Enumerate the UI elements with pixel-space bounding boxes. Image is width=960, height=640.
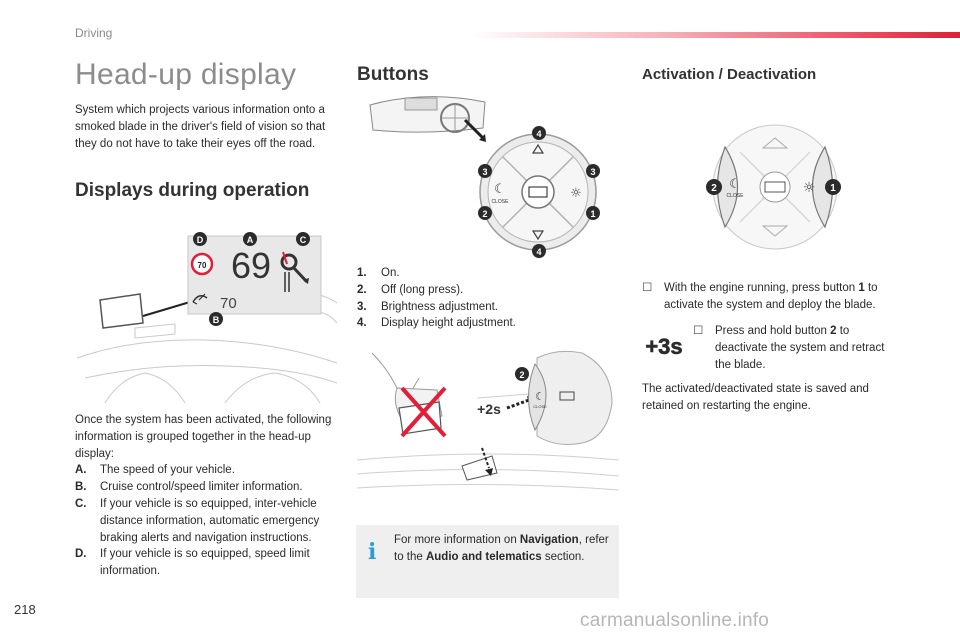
- activation-heading: Activation / Deactivation: [642, 66, 817, 83]
- marker-c: C: [300, 235, 307, 245]
- info-text: For more information on Navigation, refe…: [394, 534, 609, 563]
- info-box: i For more information on Navigation, re…: [356, 525, 619, 598]
- dashboard-overview-illustration: [369, 96, 486, 142]
- marker-b: B: [213, 315, 220, 325]
- control-pad-illustration: ☾ CLOSE ☼ 4 3 3 2 1 4: [478, 126, 600, 258]
- cross-icon: [400, 386, 447, 438]
- list-item: 1.On.: [357, 267, 400, 279]
- svg-text:4: 4: [536, 247, 541, 257]
- svg-text:3: 3: [590, 167, 595, 177]
- marker-2: 2: [711, 183, 717, 194]
- svg-text:1: 1: [590, 209, 595, 219]
- marker-d: D: [197, 235, 204, 245]
- close-label: CLOSE: [492, 199, 510, 205]
- list-item: 2.Off (long press).: [357, 283, 464, 296]
- buttons-heading: Buttons: [357, 64, 429, 85]
- displays-description: Once the system has been activated, the …: [75, 412, 340, 580]
- combiner-blade: [99, 293, 144, 329]
- close-label: CLOSE: [727, 193, 745, 199]
- cruise-speed-value: 70: [220, 295, 237, 312]
- svg-text:CLOSE: CLOSE: [533, 404, 547, 409]
- checkbox-bullet-icon: ☐: [693, 325, 704, 337]
- brightness-icon: ☼: [570, 186, 582, 201]
- list-item: D.If your vehicle is so equipped, speed …: [75, 548, 310, 578]
- activation-step-1: ☐ With the engine running, press button …: [642, 280, 897, 314]
- state-saved-note: The activated/deactivated state is saved…: [642, 383, 869, 412]
- list-item: C.If your vehicle is so equipped, inter-…: [75, 497, 320, 544]
- displays-heading: Displays during operation: [75, 180, 310, 201]
- displays-list: A.The speed of your vehicle. B.Cruise co…: [75, 462, 340, 580]
- cruise-control-icon: [192, 295, 208, 303]
- buttons-list: 1.On. 2.Off (long press). 3.Brightness a…: [357, 265, 597, 332]
- activation-step-2: ☐ Press and hold button 2 to deactivate …: [693, 323, 898, 373]
- svg-text:☾: ☾: [729, 177, 741, 192]
- vehicle-speed-value: 69: [231, 245, 271, 286]
- deactivation-illustration: +2s ☾ CLOSE 2: [356, 350, 620, 491]
- page-number: 218: [14, 602, 36, 617]
- hud-display-illustration: 70 69 70 D A C B: [76, 232, 338, 404]
- brightness-icon: ☼: [803, 180, 816, 196]
- hold-duration-label: +2s: [477, 401, 501, 417]
- marker-1: 1: [830, 183, 836, 194]
- list-item: B.Cruise control/speed limiter informati…: [75, 481, 303, 494]
- svg-text:4: 4: [536, 129, 541, 139]
- watermark: carmanualsonline.info: [580, 610, 770, 631]
- section-label: Driving: [75, 26, 113, 40]
- speed-limit-value: 70: [198, 261, 207, 270]
- svg-text:☾: ☾: [535, 390, 545, 403]
- navigation-arrow-icon: [282, 251, 288, 265]
- list-item: 3.Brightness adjustment.: [357, 300, 498, 313]
- marker-a: A: [247, 235, 254, 245]
- activation-control-pad-illustration: ☾ CLOSE ☼ 2 1: [706, 124, 841, 250]
- svg-text:☾: ☾: [494, 182, 506, 197]
- header-accent-bar: [470, 32, 960, 38]
- info-icon: i: [368, 539, 377, 565]
- list-item: A.The speed of your vehicle.: [75, 464, 235, 477]
- checkbox-bullet-icon: ☐: [642, 282, 653, 294]
- hold-3s-icon: +3s: [645, 334, 683, 360]
- list-item: 4.Display height adjustment.: [357, 317, 516, 330]
- marker-2: 2: [519, 370, 524, 380]
- svg-text:3: 3: [482, 167, 487, 177]
- svg-text:2: 2: [482, 209, 487, 219]
- page-title: Head-up display: [75, 58, 297, 91]
- intro-paragraph: System which projects various informatio…: [75, 104, 326, 150]
- displays-lead: Once the system has been activated, the …: [75, 414, 332, 460]
- hold-duration-label: +3s: [645, 334, 682, 359]
